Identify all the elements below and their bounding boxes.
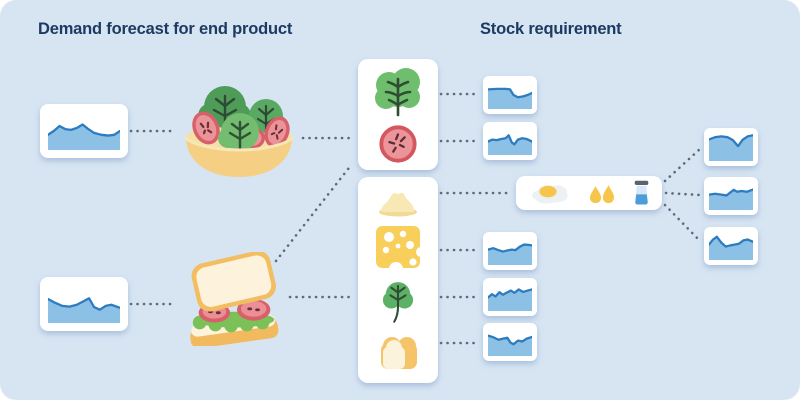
greens-stock-area-chart <box>488 283 532 311</box>
tomato-slice-icon <box>378 124 418 164</box>
demand-forecast-title: Demand forecast for end product <box>38 20 293 38</box>
sandwich-demand-area-chart <box>48 285 120 323</box>
fresh-ingredients-card <box>358 59 438 170</box>
stock-chart-greens <box>483 278 537 316</box>
cheese-stock-area-chart <box>488 237 532 265</box>
sandwich-ingredients-card <box>358 177 438 383</box>
mayo-ingredients-card <box>516 176 662 210</box>
tomato-stock-area-chart <box>488 127 532 155</box>
salad-demand-area-chart <box>48 112 120 150</box>
butter-icon <box>376 187 420 217</box>
fried-egg-icon <box>528 180 570 207</box>
lettuce-stock-area-chart <box>488 81 532 109</box>
bread-icon <box>375 333 421 373</box>
salt-shaker-icon <box>633 180 650 207</box>
salt-stock-area-chart <box>709 232 753 260</box>
egg-stock-area-chart <box>709 133 753 161</box>
connector-mayo-ingredients-to-stock-chart-oil <box>664 191 701 197</box>
stock-chart-oil <box>704 177 758 215</box>
stock-chart-lettuce <box>483 76 537 114</box>
oil-drops-icon <box>588 181 616 205</box>
connector-mayo-ingredients-to-stock-chart-egg <box>663 146 703 183</box>
stock-chart-egg <box>704 128 758 166</box>
greens-icon <box>381 278 415 324</box>
stock-chart-tomato <box>483 122 537 160</box>
stock-chart-cheese <box>483 232 537 270</box>
cheese-icon <box>376 226 420 269</box>
stock-chart-bread <box>483 323 537 361</box>
demand-chart-salad <box>40 104 128 158</box>
oil-stock-area-chart <box>709 182 753 210</box>
lettuce-icon <box>373 65 423 117</box>
sandwich-icon <box>182 252 288 346</box>
stock-requirement-title: Stock requirement <box>480 20 622 38</box>
demand-chart-sandwich <box>40 277 128 331</box>
salad-contents <box>192 86 290 151</box>
stock-chart-salt <box>704 227 758 265</box>
salad-bowl-icon <box>180 80 298 180</box>
connector-mayo-ingredients-to-stock-chart-salt <box>663 203 703 244</box>
bread-stock-area-chart <box>488 328 532 356</box>
